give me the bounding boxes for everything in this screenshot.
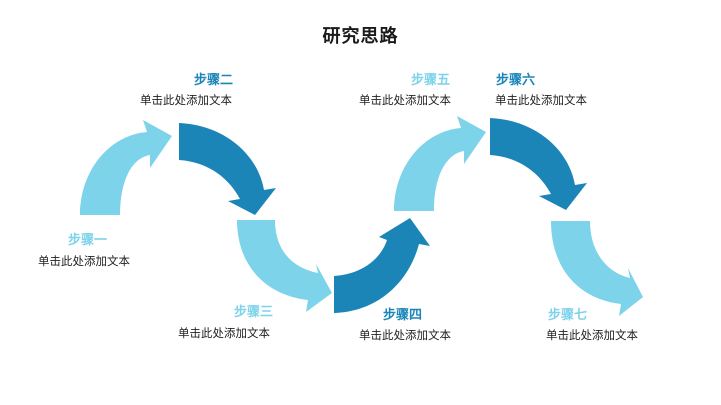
step-3-arrow[interactable] bbox=[237, 220, 332, 312]
step-1-desc[interactable]: 单击此处添加文本 bbox=[38, 254, 130, 268]
step-3-desc[interactable]: 单击此处添加文本 bbox=[178, 326, 270, 340]
step-5-label: 步骤五 bbox=[411, 73, 451, 88]
step-6-label: 步骤六 bbox=[496, 73, 536, 88]
step-1-label: 步骤一 bbox=[68, 233, 108, 248]
step-3-label: 步骤三 bbox=[234, 305, 274, 320]
step-5-arrow[interactable] bbox=[394, 116, 486, 211]
step-5-desc[interactable]: 单击此处添加文本 bbox=[359, 93, 451, 107]
step-6-desc[interactable]: 单击此处添加文本 bbox=[495, 93, 587, 107]
step-2-arrow[interactable] bbox=[179, 123, 276, 215]
step-6-arrow[interactable] bbox=[490, 118, 587, 210]
step-7-desc[interactable]: 单击此处添加文本 bbox=[546, 328, 638, 342]
step-2-label: 步骤二 bbox=[194, 73, 234, 88]
step-1-arrow[interactable] bbox=[80, 120, 172, 215]
page-title: 研究思路 bbox=[322, 26, 399, 47]
step-4-desc[interactable]: 单击此处添加文本 bbox=[359, 328, 451, 342]
step-2-desc[interactable]: 单击此处添加文本 bbox=[140, 93, 232, 107]
step-7-arrow[interactable] bbox=[551, 221, 643, 316]
step-4-label: 步骤四 bbox=[383, 308, 423, 323]
step-4-arrow[interactable] bbox=[334, 218, 430, 313]
step-7-label: 步骤七 bbox=[548, 308, 588, 323]
